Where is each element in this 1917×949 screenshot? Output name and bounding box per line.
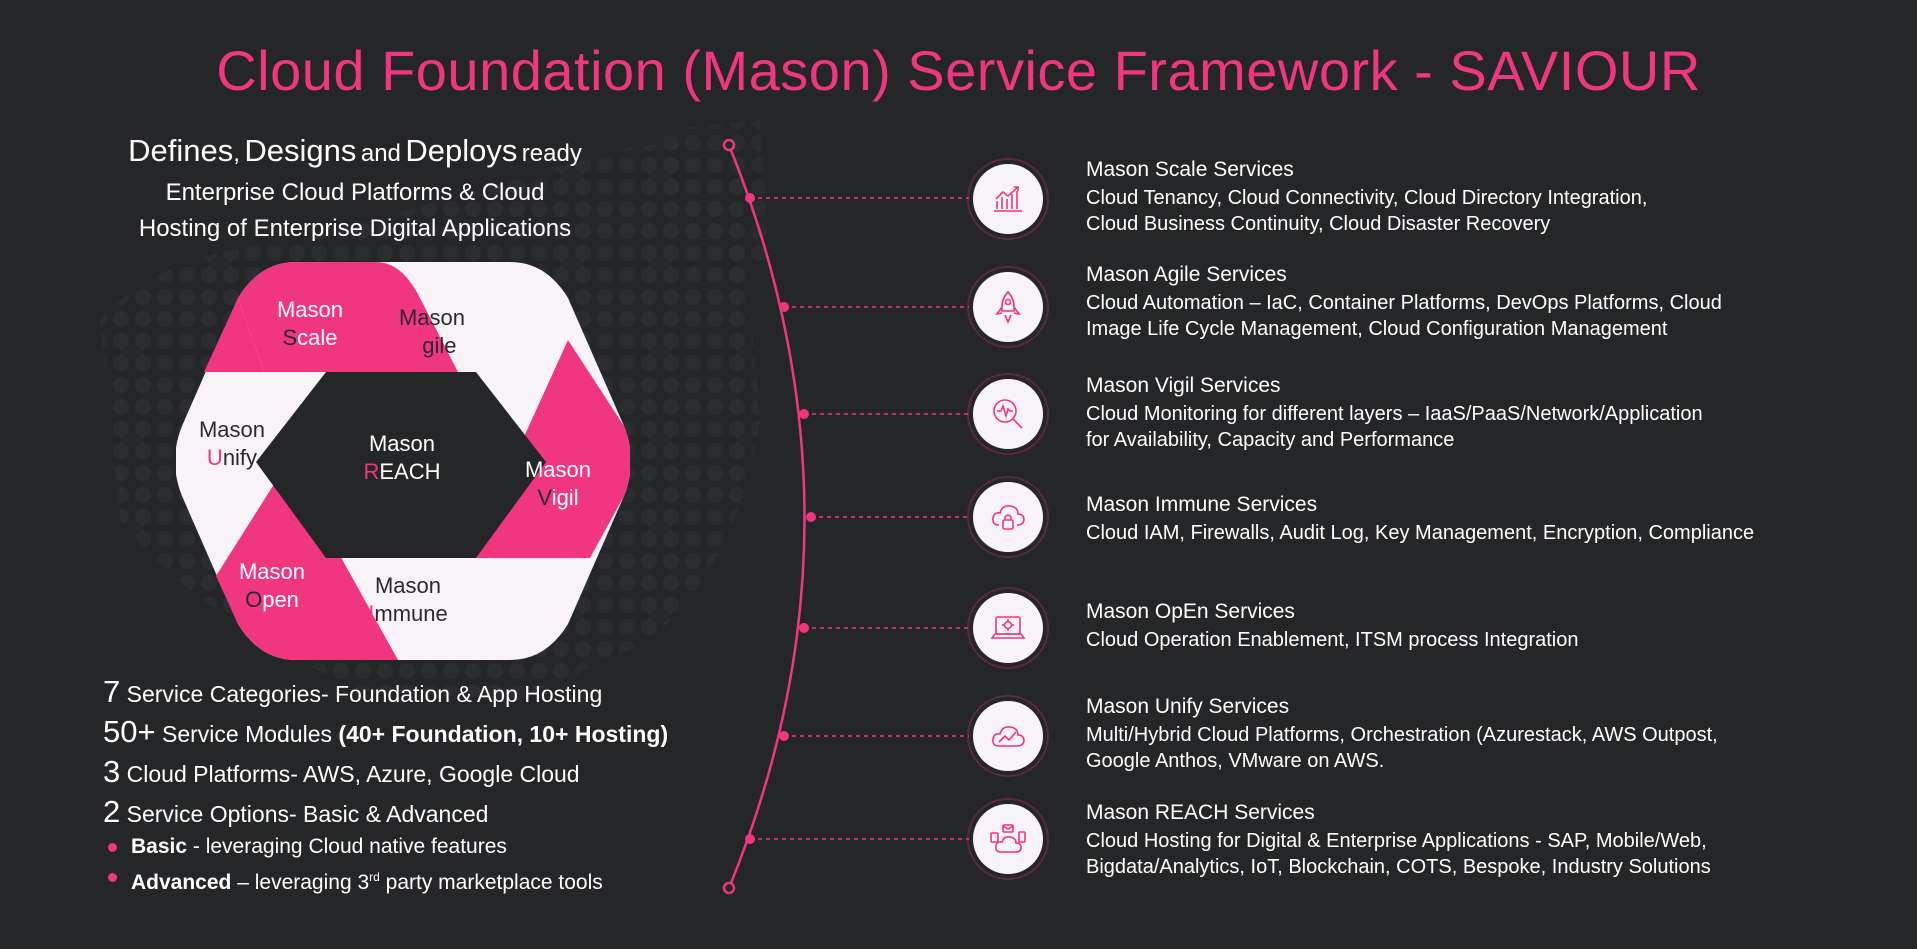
service-desc-line: Cloud Hosting for Digital & Enterprise A… bbox=[1086, 830, 1707, 852]
service-desc-line: for Availability, Capacity and Performan… bbox=[1086, 429, 1455, 451]
service-vigil: Mason Vigil Services Cloud Monitoring fo… bbox=[1086, 371, 1866, 453]
service-desc-line: Cloud Operation Enablement, ITSM process… bbox=[1086, 629, 1579, 651]
service-desc-line: Cloud Monitoring for different layers – … bbox=[1086, 403, 1703, 425]
saviour-hexagon: Mason Scale Mason Agile Mason Vigil Maso… bbox=[175, 258, 631, 664]
hex-segment-agile: Mason Agile bbox=[398, 305, 466, 358]
cloud-devices-icon bbox=[973, 804, 1043, 874]
hex-center-reach: Mason REACH bbox=[363, 431, 441, 484]
service-unify: Mason Unify Services Multi/Hybrid Cloud … bbox=[1086, 692, 1866, 774]
tagline-designs: Designs bbox=[244, 133, 357, 168]
service-title: Mason Vigil Services bbox=[1086, 374, 1281, 397]
service-reach: Mason REACH Services Cloud Hosting for D… bbox=[1086, 798, 1866, 880]
tagline-ready: ready bbox=[521, 140, 582, 167]
hexagon-shape bbox=[175, 262, 631, 660]
tagline-defines: Defines bbox=[128, 133, 234, 168]
cloud-chart-icon bbox=[973, 701, 1043, 771]
cloud-lock-icon bbox=[973, 482, 1043, 552]
service-scale: Mason Scale Services Cloud Tenancy, Clou… bbox=[1086, 155, 1866, 237]
tagline-line-3: Hosting of Enterprise Digital Applicatio… bbox=[138, 215, 572, 242]
service-desc-line: Image Life Cycle Management, Cloud Confi… bbox=[1086, 318, 1668, 340]
bullet-advanced: Advanced – leveraging 3rd party marketpl… bbox=[103, 862, 703, 894]
stat-modules: 50+ Service Modules (40+ Foundation, 10+… bbox=[103, 714, 669, 749]
tagline-comma: , bbox=[233, 140, 240, 167]
hex-segment-open: Mason Open bbox=[238, 559, 306, 612]
stat-platforms: 3 Cloud Platforms- AWS, Azure, Google Cl… bbox=[103, 754, 580, 789]
hex-segment-scale: Mason Scale bbox=[276, 297, 344, 350]
magnifier-pulse-icon bbox=[973, 379, 1043, 449]
laptop-gear-icon bbox=[973, 593, 1043, 663]
service-immune: Mason Immune Services Cloud IAM, Firewal… bbox=[1086, 490, 1866, 546]
chart-icon bbox=[973, 164, 1043, 234]
tagline-deploys: Deploys bbox=[405, 133, 518, 168]
service-title: Mason Immune Services bbox=[1086, 493, 1318, 516]
tagline: Defines, Designs and Deploys ready Enter… bbox=[95, 133, 615, 247]
hex-segment-vigil: Mason Vigil bbox=[524, 457, 592, 510]
service-open: Mason OpEn Services Cloud Operation Enab… bbox=[1086, 597, 1866, 653]
tagline-line-2: Enterprise Cloud Platforms & Cloud bbox=[165, 179, 545, 206]
service-desc-line: Cloud Business Continuity, Cloud Disaste… bbox=[1086, 213, 1551, 235]
service-desc-line: Cloud Tenancy, Cloud Connectivity, Cloud… bbox=[1086, 187, 1648, 209]
tagline-and: and bbox=[360, 140, 401, 167]
service-title: Mason REACH Services bbox=[1086, 801, 1315, 824]
stats-list: 7 Service Categories- Foundation & App H… bbox=[103, 672, 703, 894]
page-title: Cloud Foundation (Mason) Service Framewo… bbox=[216, 39, 1701, 102]
service-agile: Mason Agile Services Cloud Automation – … bbox=[1086, 260, 1866, 342]
stat-options: 2 Service Options- Basic & Advanced bbox=[103, 794, 489, 829]
hex-segment-unify: Mason Unify bbox=[198, 417, 266, 470]
service-title: Mason Agile Services bbox=[1086, 263, 1287, 286]
rocket-icon bbox=[973, 272, 1043, 342]
service-desc-line: Bigdata/Analytics, IoT, Blockchain, COTS… bbox=[1086, 856, 1711, 878]
service-title: Mason Scale Services bbox=[1086, 158, 1294, 181]
bullet-basic: Basic - leveraging Cloud native features bbox=[103, 832, 703, 862]
service-desc-line: Cloud IAM, Firewalls, Audit Log, Key Man… bbox=[1086, 522, 1755, 544]
service-desc-line: Google Anthos, VMware on AWS. bbox=[1086, 750, 1385, 772]
stat-categories: 7 Service Categories- Foundation & App H… bbox=[103, 674, 603, 709]
service-title: Mason Unify Services bbox=[1086, 695, 1290, 718]
hex-segment-immune: Mason Immune bbox=[368, 573, 448, 626]
service-desc-line: Multi/Hybrid Cloud Platforms, Orchestrat… bbox=[1086, 724, 1718, 746]
service-desc-line: Cloud Automation – IaC, Container Platfo… bbox=[1086, 292, 1722, 314]
service-title: Mason OpEn Services bbox=[1086, 600, 1295, 623]
